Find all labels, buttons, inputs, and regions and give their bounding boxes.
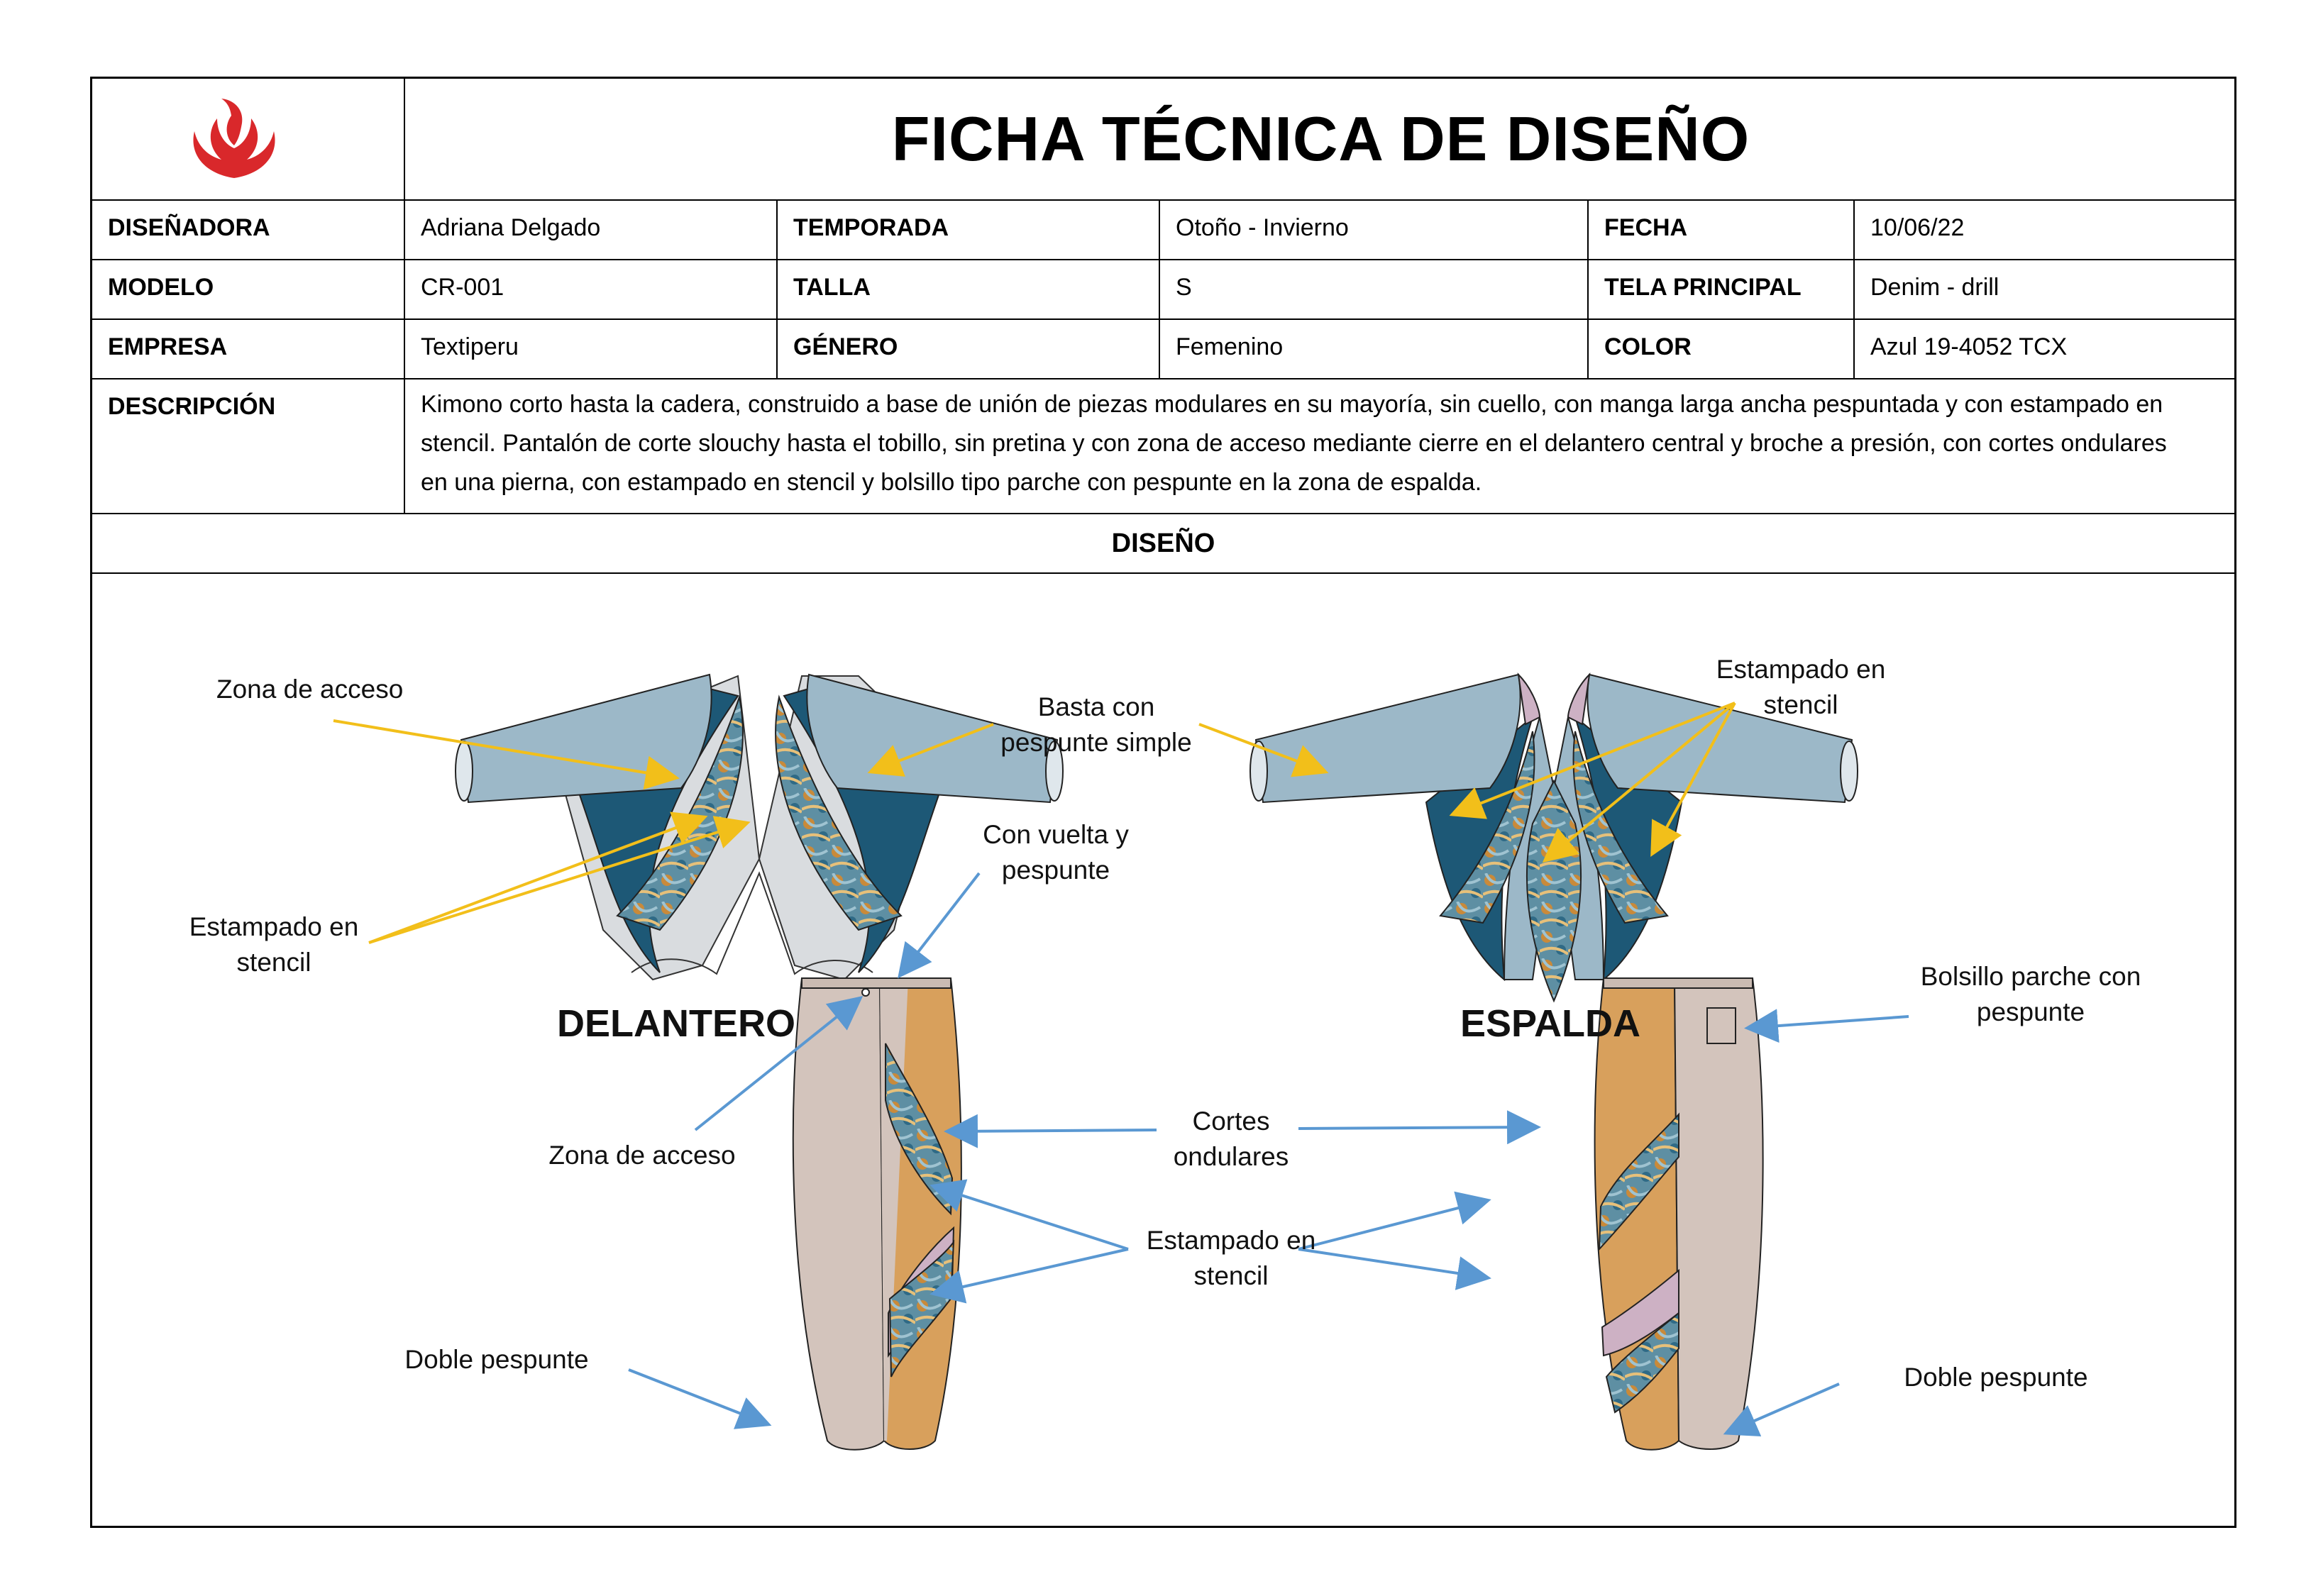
value-fecha: 10/06/22 — [1870, 214, 1965, 241]
divider — [404, 79, 405, 513]
annotation-cortes: ondulares — [1174, 1142, 1289, 1171]
annotation-estampado: Estampado en — [1716, 655, 1886, 684]
annotation-con-vuelta: Con vuelta y — [983, 820, 1129, 849]
front-kimono — [455, 673, 1064, 981]
label-temporada: TEMPORADA — [793, 214, 949, 241]
annotation-con-vuelta: pespunte — [1002, 855, 1110, 885]
divider — [92, 259, 2234, 260]
label-genero: GÉNERO — [793, 333, 898, 360]
divider — [1159, 199, 1160, 378]
back-kimono — [1249, 672, 1858, 1003]
annotation-estampado: Estampado en — [189, 912, 359, 941]
annotation-zona-acceso: Zona de acceso — [216, 675, 403, 704]
annotation-cortes: Cortes — [1193, 1107, 1270, 1136]
annotation-doble-pespunte: Doble pespunte — [1904, 1363, 2087, 1392]
label-empresa: EMPRESA — [108, 333, 228, 360]
section-title-diseno: DISEÑO — [1111, 528, 1215, 558]
divider — [92, 318, 2234, 320]
technical-sheet: FICHA TÉCNICA DE DISEÑO DISEÑADORA Adria… — [90, 77, 2236, 1528]
annotation-estampado: Estampado en — [1147, 1226, 1316, 1255]
divider — [776, 199, 778, 378]
description-line: stencil. Pantalón de corte slouchy hasta… — [421, 430, 2167, 457]
divider — [92, 378, 2234, 379]
label-fecha: FECHA — [1604, 214, 1688, 241]
back-pants — [1594, 977, 1764, 1451]
flame-logo-icon — [193, 99, 275, 178]
value-genero: Femenino — [1176, 333, 1284, 360]
description-line: en una pierna, con estampado en stencil … — [421, 469, 1482, 496]
value-tela: Denim - drill — [1870, 274, 1999, 301]
value-temporada: Otoño - Invierno — [1176, 214, 1349, 241]
annotation-basta: pespunte simple — [1000, 728, 1191, 757]
value-empresa: Textiperu — [421, 333, 519, 360]
label-talla: TALLA — [793, 274, 871, 301]
description-text: Kimono corto hasta la cadera, construido… — [421, 385, 2216, 502]
divider — [92, 513, 2234, 514]
value-modelo: CR-001 — [421, 274, 504, 301]
value-talla: S — [1176, 274, 1192, 301]
annotation-bolsillo: pespunte — [1977, 997, 2085, 1026]
annotation-zona-acceso-pant: Zona de acceso — [548, 1141, 735, 1170]
annotation-estampado: stencil — [1764, 690, 1838, 719]
value-disenadora: Adriana Delgado — [421, 214, 601, 241]
annotation-estampado: stencil — [237, 948, 311, 977]
description-line: Kimono corto hasta la cadera, construido… — [421, 391, 2163, 418]
front-label: DELANTERO — [557, 1002, 795, 1045]
label-color: COLOR — [1604, 333, 1692, 360]
logo — [184, 94, 284, 187]
label-descripcion: DESCRIPCIÓN — [108, 393, 276, 420]
yellow-arrows — [333, 702, 1736, 944]
blue-arrows — [628, 872, 1909, 1437]
divider — [92, 572, 2234, 574]
annotation-estampado: stencil — [1194, 1261, 1269, 1290]
label-modelo: MODELO — [108, 274, 214, 301]
label-tela: TELA PRINCIPAL — [1604, 274, 1802, 301]
page-title: FICHA TÉCNICA DE DISEÑO — [891, 104, 1750, 174]
divider — [1853, 199, 1855, 378]
design-illustration: DELANTERO ESPALDA Zon — [189, 655, 2141, 1451]
divider — [1587, 199, 1589, 378]
back-label: ESPALDA — [1460, 1002, 1640, 1045]
front-pants — [792, 977, 962, 1451]
divider — [92, 199, 2234, 201]
annotation-bolsillo: Bolsillo parche con — [1921, 962, 2141, 991]
value-color: Azul 19-4052 TCX — [1870, 333, 2068, 360]
label-disenadora: DISEÑADORA — [108, 214, 270, 241]
annotation-basta: Basta con — [1038, 692, 1155, 721]
annotation-doble-pespunte: Doble pespunte — [404, 1345, 588, 1374]
